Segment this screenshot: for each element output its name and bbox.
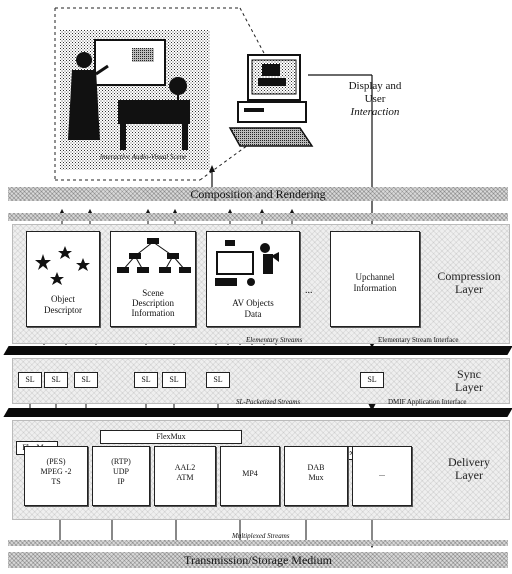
object-descriptor-label-1: Object xyxy=(27,294,99,304)
sl-box-6: SL xyxy=(206,372,230,388)
composition-band: Composition and Rendering xyxy=(8,187,508,201)
flexmux-box-2: FlexMux xyxy=(100,430,242,444)
delivery-box-mpeg2ts: (PES) MPEG -2 TS xyxy=(24,446,88,506)
multiplexed-streams-label: Multiplexed Streams xyxy=(232,532,289,540)
sl-box-4: SL xyxy=(134,372,158,388)
rtp-line-3: IP xyxy=(93,477,149,487)
delivery-box-more: ... xyxy=(352,446,412,506)
rtp-line-2: UDP xyxy=(93,467,149,477)
scene-description-label-2: Description xyxy=(111,298,195,308)
scene-illustration xyxy=(60,30,210,170)
sl-box-7: SL xyxy=(360,372,384,388)
sync-layer-name-2: Layer xyxy=(430,381,508,394)
sync-layer-name: Sync Layer xyxy=(430,368,508,394)
upchannel-label-2: Information xyxy=(331,283,419,293)
composition-label: Composition and Rendering xyxy=(8,187,508,201)
display-line-3: Interaction xyxy=(330,106,420,119)
scene-description-box: Scene Description Information xyxy=(110,231,196,327)
mpeg2ts-line-3: TS xyxy=(25,477,87,487)
elementary-streams-bar xyxy=(3,346,512,355)
mp4-line-1: MP4 xyxy=(221,469,279,479)
scene-description-label-1: Scene xyxy=(111,288,195,298)
rtp-line-1: (RTP) xyxy=(93,457,149,467)
dmif-interface-label: DMIF Application Interface xyxy=(388,398,467,406)
dab-line-2: Mux xyxy=(285,473,347,483)
delivery-layer-name-2: Layer xyxy=(430,469,508,482)
sl-box-5: SL xyxy=(162,372,186,388)
av-objects-label-2: Data xyxy=(207,309,299,319)
dab-line-1: DAB xyxy=(285,463,347,473)
display-line-1: Display and xyxy=(330,80,420,93)
display-line-2: User xyxy=(330,93,420,106)
sl-box-1: SL xyxy=(18,372,42,388)
delivery-box-mp4: MP4 xyxy=(220,446,280,506)
delivery-layer-name: Delivery Layer xyxy=(430,456,508,482)
object-descriptor-label-2: Descriptor xyxy=(27,305,99,315)
elementary-stream-interface-label: Elementary Stream Interface xyxy=(378,336,458,344)
atm-line-1: AAL2 xyxy=(155,463,215,473)
mpeg2ts-line-2: MPEG -2 xyxy=(25,467,87,477)
sl-box-2: SL xyxy=(44,372,68,388)
display-interaction-label: Display and User Interaction xyxy=(330,80,420,119)
sl-packetized-bar xyxy=(3,408,512,417)
composition-band-lower xyxy=(8,213,508,221)
delivery-box-dab: DAB Mux xyxy=(284,446,348,506)
upchannel-label-1: Upchannel xyxy=(331,272,419,282)
scene-description-label-3: Information xyxy=(111,308,195,318)
av-objects-label-1: AV Objects xyxy=(207,298,299,308)
upchannel-box: Upchannel Information xyxy=(330,231,420,327)
transmission-band: Transmission/Storage Medium xyxy=(8,552,508,568)
sl-packetized-label: SL-Packetized Streams xyxy=(236,398,300,406)
delivery-box-rtp: (RTP) UDP IP xyxy=(92,446,150,506)
scene-desk xyxy=(118,100,190,124)
transmission-label: Transmission/Storage Medium xyxy=(8,552,508,568)
delivery-box-atm: AAL2 ATM xyxy=(154,446,216,506)
compression-layer-name: Compression Layer xyxy=(430,270,508,296)
compression-ellipsis: ... xyxy=(305,285,313,296)
sl-box-3: SL xyxy=(74,372,98,388)
globe xyxy=(169,77,187,95)
more-line-1: ... xyxy=(353,469,411,479)
elementary-streams-label: Elementary Streams xyxy=(246,336,302,344)
av-objects-box: AV Objects Data xyxy=(206,231,300,327)
scene-board xyxy=(95,40,165,85)
presenter-head xyxy=(76,52,92,68)
mpeg2ts-line-1: (PES) xyxy=(25,457,87,467)
atm-line-2: ATM xyxy=(155,473,215,483)
object-descriptor-box: Object Descriptor xyxy=(26,231,100,327)
multiplexed-band xyxy=(8,540,508,546)
compression-layer-name-2: Layer xyxy=(430,283,508,296)
presenter-body xyxy=(68,70,100,140)
scene-caption: Interactive Audio-Visual Scene xyxy=(88,153,198,161)
computer-monitor-icon xyxy=(230,55,312,146)
